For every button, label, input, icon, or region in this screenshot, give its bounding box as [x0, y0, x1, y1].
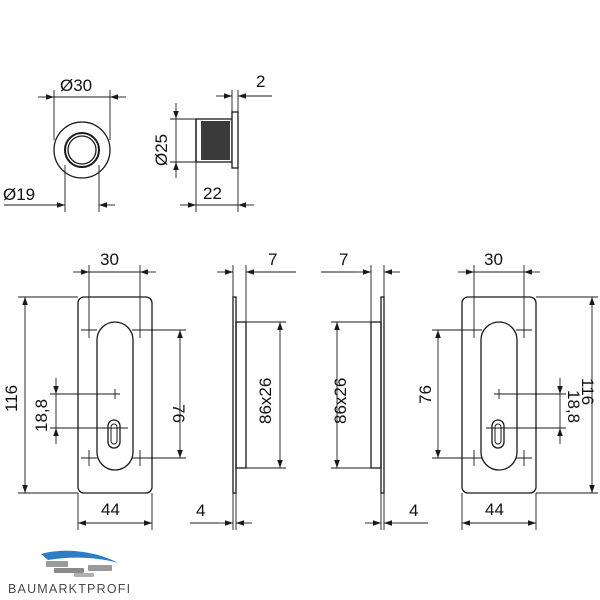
brand-logo: [41, 550, 118, 577]
plate-side-left-thickness-label: 7: [268, 250, 277, 269]
plate-left-slot-label: 18,8: [32, 399, 51, 432]
plate-side-left-recess-label: 86x26: [256, 378, 275, 424]
cup-depth-label: 22: [203, 184, 222, 203]
plate-side-left-bottom-label: 4: [196, 501, 205, 520]
cup-outer-diameter-label: Ø30: [60, 76, 92, 95]
plate-left-width-label: 44: [101, 500, 120, 519]
plate-front-right: [461, 296, 537, 494]
plate-side-left: [232, 296, 247, 494]
plate-front-right-marks: [432, 265, 598, 530]
plate-front-left-marks: [18, 265, 186, 530]
plate-left-hole-distance-label: 76: [169, 404, 188, 423]
cup-top-view: [4, 90, 126, 212]
plate-left-hole-spacing-label: 30: [100, 250, 119, 269]
plate-side-right-bottom-label: 4: [409, 501, 418, 520]
cup-inner-diameter-label: Ø19: [3, 185, 35, 204]
cup-side-dimensions: [170, 90, 272, 212]
plate-side-right-dimensions: [321, 265, 428, 530]
plate-side-left-dimensions: [190, 265, 296, 530]
plate-front-left: [77, 296, 153, 494]
plate-right-width-label: 44: [485, 500, 504, 519]
cup-height-diameter-label: Ø25: [152, 134, 171, 166]
plate-right-hole-spacing-label: 30: [484, 250, 503, 269]
plate-right-hole-distance-label: 76: [416, 385, 435, 404]
plate-left-length-label: 116: [2, 385, 21, 412]
plate-side-right-thickness-label: 7: [339, 250, 348, 269]
cup-side-view: [195, 111, 239, 169]
plate-side-right-recess-label: 86x26: [331, 378, 350, 424]
plate-right-length-label: 116: [578, 378, 597, 405]
cup-flange-label: 2: [256, 72, 265, 91]
plate-side-right: [370, 296, 385, 494]
brand-logo-text: BAUMARKTPROFI: [8, 582, 132, 596]
plate-right-slot-label: 18,8: [564, 390, 583, 423]
